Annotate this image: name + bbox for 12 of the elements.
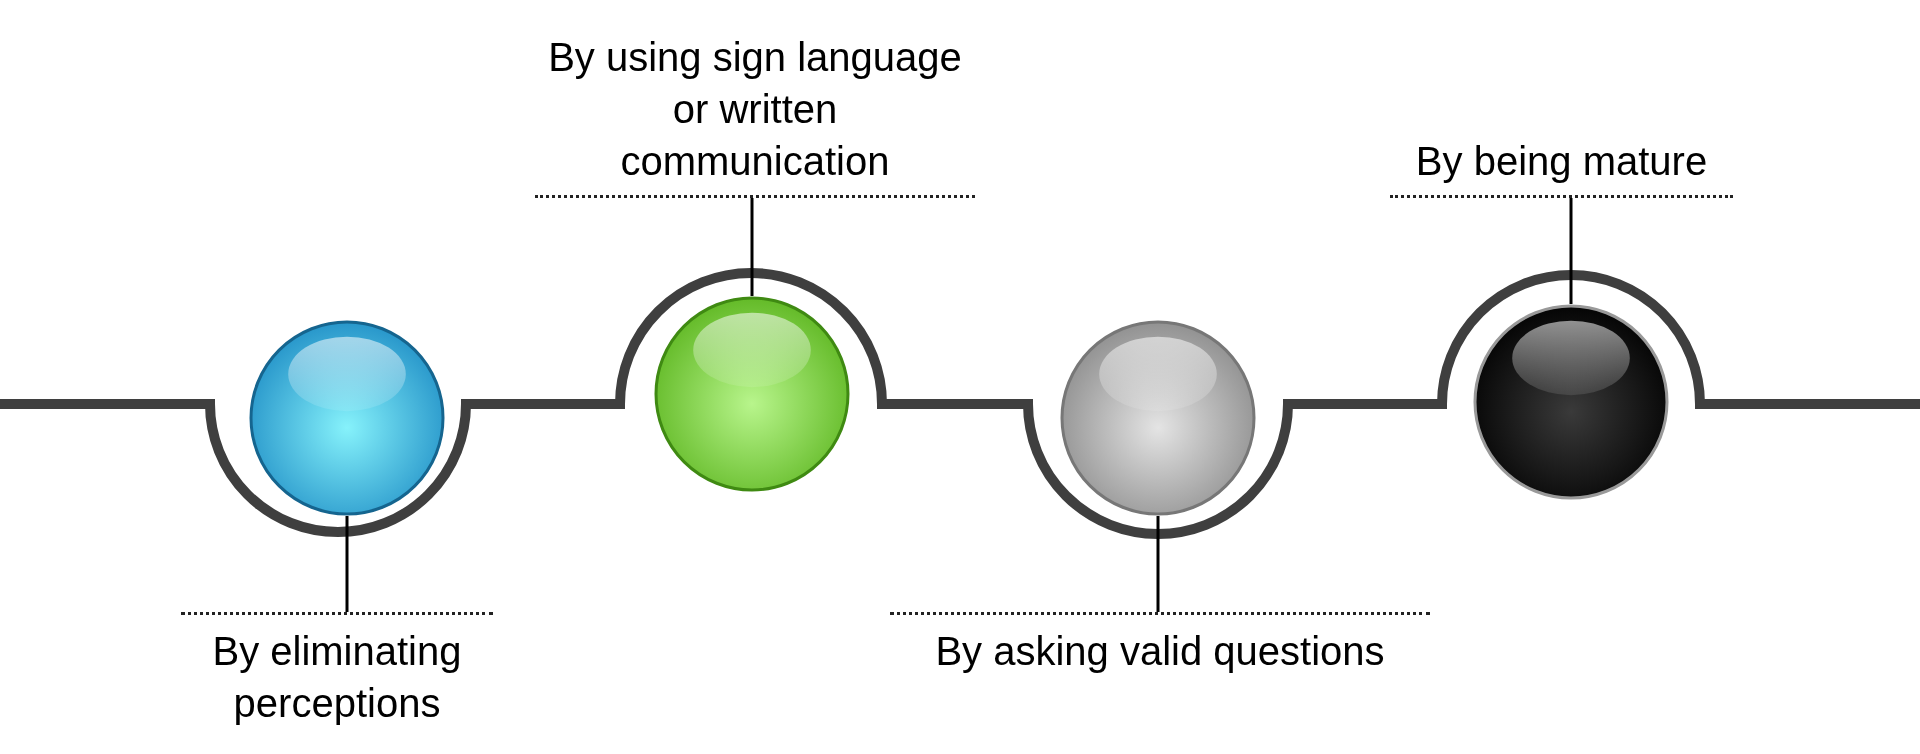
glossy-sphere (1060, 320, 1256, 516)
glossy-sphere (1473, 304, 1669, 500)
leader-line (1569, 198, 1573, 304)
step-caption: By asking valid questions (890, 612, 1430, 677)
step-caption: By using sign language or written communication (535, 31, 975, 198)
leader-line (1156, 516, 1160, 612)
leader-line (750, 198, 754, 296)
glossy-sphere (249, 320, 445, 516)
step-caption: By eliminating perceptions (181, 612, 493, 729)
leader-line (345, 516, 349, 612)
step-caption: By being mature (1390, 135, 1733, 198)
glossy-sphere (654, 296, 850, 492)
